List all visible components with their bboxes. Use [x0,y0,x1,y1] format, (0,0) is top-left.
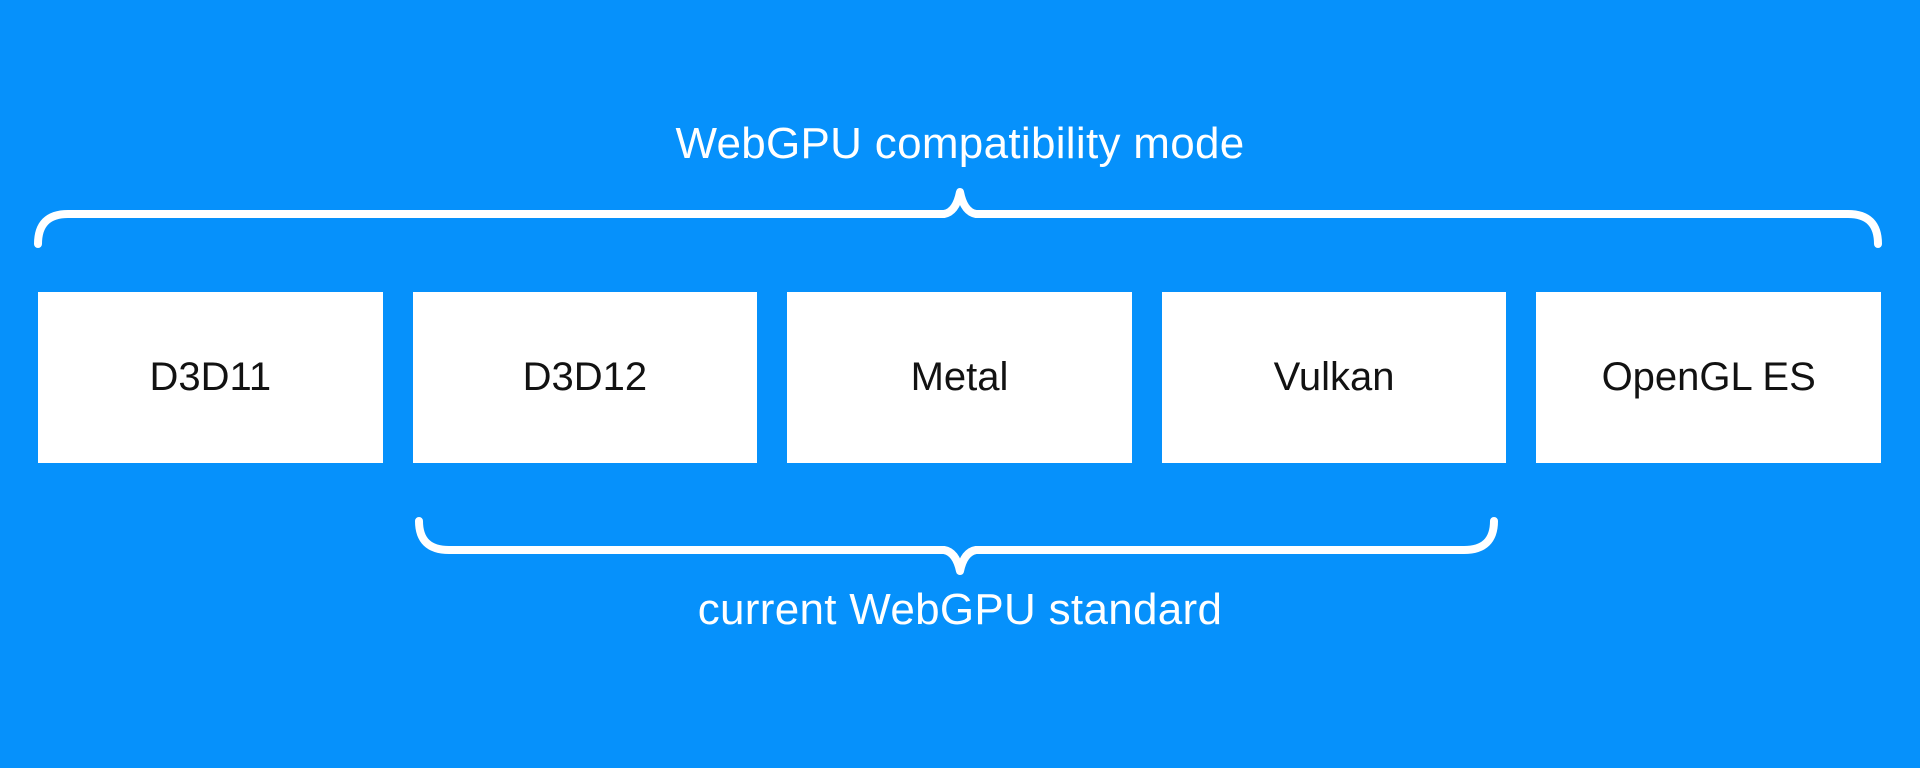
backend-box-opengl-es: OpenGL ES [1536,292,1881,463]
backend-label: OpenGL ES [1601,355,1816,399]
backend-label: D3D12 [522,355,648,399]
backend-box-row: D3D11 D3D12 Metal Vulkan OpenGL ES [38,292,1881,463]
backend-box-d3d12: D3D12 [412,292,758,463]
current-standard-label: current WebGPU standard [697,585,1223,634]
backend-label: Metal [910,355,1009,399]
compatibility-mode-label: WebGPU compatibility mode [675,119,1245,168]
top-brace [34,188,1882,248]
backend-box-d3d11: D3D11 [38,292,383,463]
backend-label: Vulkan [1273,355,1395,399]
backend-box-metal: Metal [787,292,1132,463]
backend-box-vulkan: Vulkan [1161,292,1507,463]
backend-label: D3D11 [149,355,272,399]
bottom-brace [415,517,1498,575]
